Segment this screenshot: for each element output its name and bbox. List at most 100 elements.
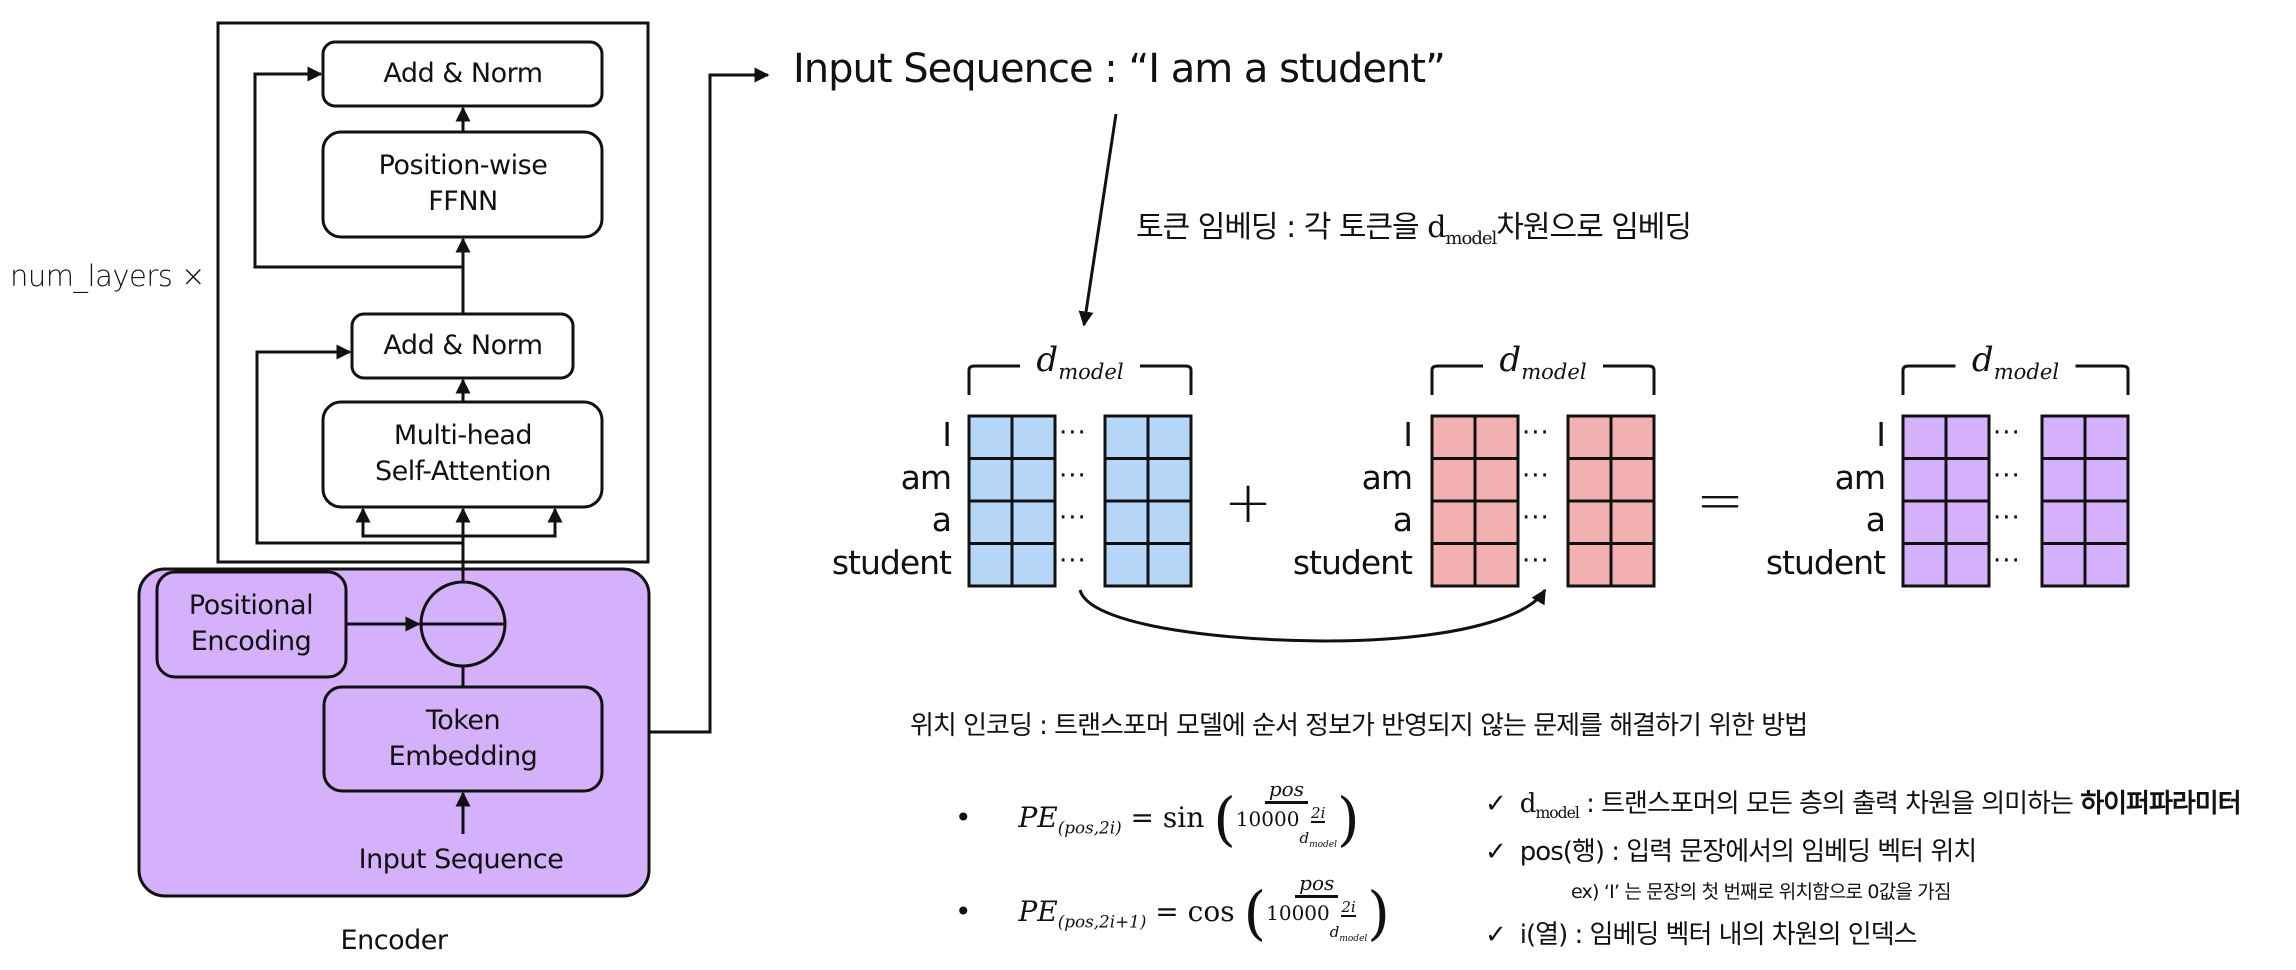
positional-encoding-matrix-cell (1609, 457, 1656, 503)
token-embedding-matrix-cell (967, 414, 1014, 460)
positional-encoding-matrix-cell (1609, 542, 1656, 588)
token-embedding-matrix-cell (1146, 499, 1193, 545)
result-matrix-cell (1901, 457, 1948, 503)
result-matrix-cell (2040, 499, 2087, 545)
token-embedding-matrix-cell (1010, 542, 1057, 588)
mha-label-line1: Multi-head (393, 420, 533, 451)
pos-term: pos(행) (1519, 837, 1605, 867)
num-layers-label: num_layers × (10, 259, 205, 293)
positional-encoding-label: Positional Encoding (188, 588, 314, 660)
token-embedding-matrix-cell (1103, 414, 1150, 460)
positional-encoding-matrix-cell (1473, 414, 1520, 460)
positional-encoding-matrix-ellipsis: ··· (1522, 545, 1550, 576)
encoder-caption: Encoder (340, 925, 448, 956)
result-matrix-cell (2040, 457, 2087, 503)
token-embedding-matrix-cell (1010, 499, 1057, 545)
curved-arrow (1078, 588, 1547, 643)
positional-encoding-matrix-cell (1430, 499, 1477, 545)
token-label: a (1392, 500, 1413, 539)
dmodel-term: dmodel (1519, 789, 1580, 823)
token-embedding-matrix-cell (1103, 542, 1150, 588)
definition-i: ✓i(열) : 임베딩 벡터 내의 차원의 인덱스 (1485, 920, 1918, 950)
bullet: • (955, 895, 972, 929)
positional-encoding-matrix-cell (1566, 457, 1613, 503)
definition-dmodel: ✓dmodel : 트랜스포머의 모든 층의 출력 차원을 의미하는 하이퍼파라… (1485, 789, 2242, 823)
connector-to-input-sequence (649, 67, 770, 734)
token-embedding-matrix-cell (967, 542, 1014, 588)
token-embedding-matrix-cell (967, 457, 1014, 503)
pos-enc-line1: Positional (188, 590, 314, 621)
positional-encoding-matrix-cell (1609, 414, 1656, 460)
check-icon: ✓ (1485, 789, 1507, 819)
flow-fork-q (355, 507, 463, 538)
token-label: I (942, 415, 952, 454)
positional-encoding-matrix-cell (1430, 542, 1477, 588)
token-embedding-prefix: 토큰 임베딩 : 각 토큰을 (1136, 210, 1428, 245)
flow-fork-v (463, 507, 563, 538)
definition-pos: ✓pos(행) : 입력 문장에서의 임베딩 벡터 위치 (1485, 837, 1977, 867)
positional-encoding-description: 위치 인코딩 : 트랜스포머 모델에 순서 정보가 반영되지 않는 문제를 해결… (910, 711, 1808, 741)
residual-2 (253, 66, 463, 269)
result-matrix-cell (2040, 414, 2087, 460)
token-embedding-matrix-ellipsis: ··· (1059, 503, 1087, 533)
result-matrix-bracket-right (2075, 364, 2130, 395)
token-embedding-matrix-cell (1010, 457, 1057, 503)
formula-func: cos (1187, 895, 1235, 929)
token-label: I (1403, 415, 1413, 454)
result-matrix-ellipsis: ··· (1993, 503, 2021, 533)
token-label: student (831, 542, 952, 582)
positional-encoding-matrix-cell (1566, 499, 1613, 545)
token-embedding-matrix-ellipsis: ··· (1059, 545, 1087, 576)
token-label: a (1865, 500, 1886, 539)
arrow-sentence-to-matrix (1078, 113, 1118, 327)
result-matrix-ellipsis: ··· (1993, 460, 2021, 491)
token-embedding-matrix-cell (1146, 457, 1193, 503)
token-embedding-suffix: 차원으로 임베딩 (1496, 210, 1692, 245)
formula-lhs: PE(pos,2i) (1018, 801, 1122, 838)
result-matrix-cell (2040, 542, 2087, 588)
token-label: I (1876, 415, 1886, 454)
token-label: am (900, 457, 952, 497)
positional-encoding-matrix-bracket-right (1603, 364, 1656, 395)
result-matrix-cell (1944, 499, 1991, 545)
dmodel-symbol: dmodel (1427, 210, 1497, 249)
check-icon: ✓ (1485, 920, 1507, 950)
result-matrix-ellipsis: ··· (1993, 545, 2021, 576)
formula-lhs: PE(pos,2i+1) (1018, 895, 1147, 932)
residual-1 (255, 344, 463, 545)
add-norm-top-label: Add & Norm (383, 58, 543, 89)
add-norm-bottom-label: Add & Norm (383, 330, 543, 361)
token-embedding-matrix-cell (1103, 457, 1150, 503)
result-matrix-dmodel-label: dmodel (1971, 340, 2060, 384)
positional-encoding-matrix-cell (1566, 542, 1613, 588)
bullet: • (955, 801, 972, 835)
token-embedding-matrix-dmodel-label: dmodel (1036, 340, 1124, 384)
token-embedding-matrix-cell (1103, 499, 1150, 545)
result-matrix-cell (2083, 457, 2130, 503)
result-matrix-bracket-left (1901, 364, 1956, 395)
result-matrix-ellipsis: ··· (1993, 418, 2021, 448)
positional-encoding-matrix-bracket-left (1430, 364, 1483, 395)
positional-encoding-matrix-cell (1473, 542, 1520, 588)
token-embedding-matrix-cell (1010, 414, 1057, 460)
positional-encoding-matrix-cell (1609, 499, 1656, 545)
definition-pos-example: ex) ‘I’ 는 문장의 첫 번째로 위치함으로 0값을 가짐 (1571, 881, 1951, 903)
formula-func: sin (1162, 801, 1205, 835)
token-embedding-matrix-cell (1146, 414, 1193, 460)
token-embedding-matrix-bracket-right (1140, 364, 1193, 395)
positional-encoding-matrix-ellipsis: ··· (1522, 503, 1550, 533)
input-sequence-title: Input Sequence : “I am a student” (793, 46, 1446, 92)
ffnn-label-line1: Position-wise (378, 150, 548, 181)
positional-encoding-matrix-cell (1430, 457, 1477, 503)
tok-emb-line2: Embedding (388, 741, 538, 772)
token-label: student (1292, 542, 1413, 582)
token-embedding-matrix-cell (1146, 542, 1193, 588)
result-matrix-cell (2083, 542, 2130, 588)
pos-enc-line2: Encoding (190, 626, 312, 657)
mha-label: Multi-head Self-Attention (375, 418, 552, 490)
token-embedding-label: Token Embedding (389, 703, 538, 775)
